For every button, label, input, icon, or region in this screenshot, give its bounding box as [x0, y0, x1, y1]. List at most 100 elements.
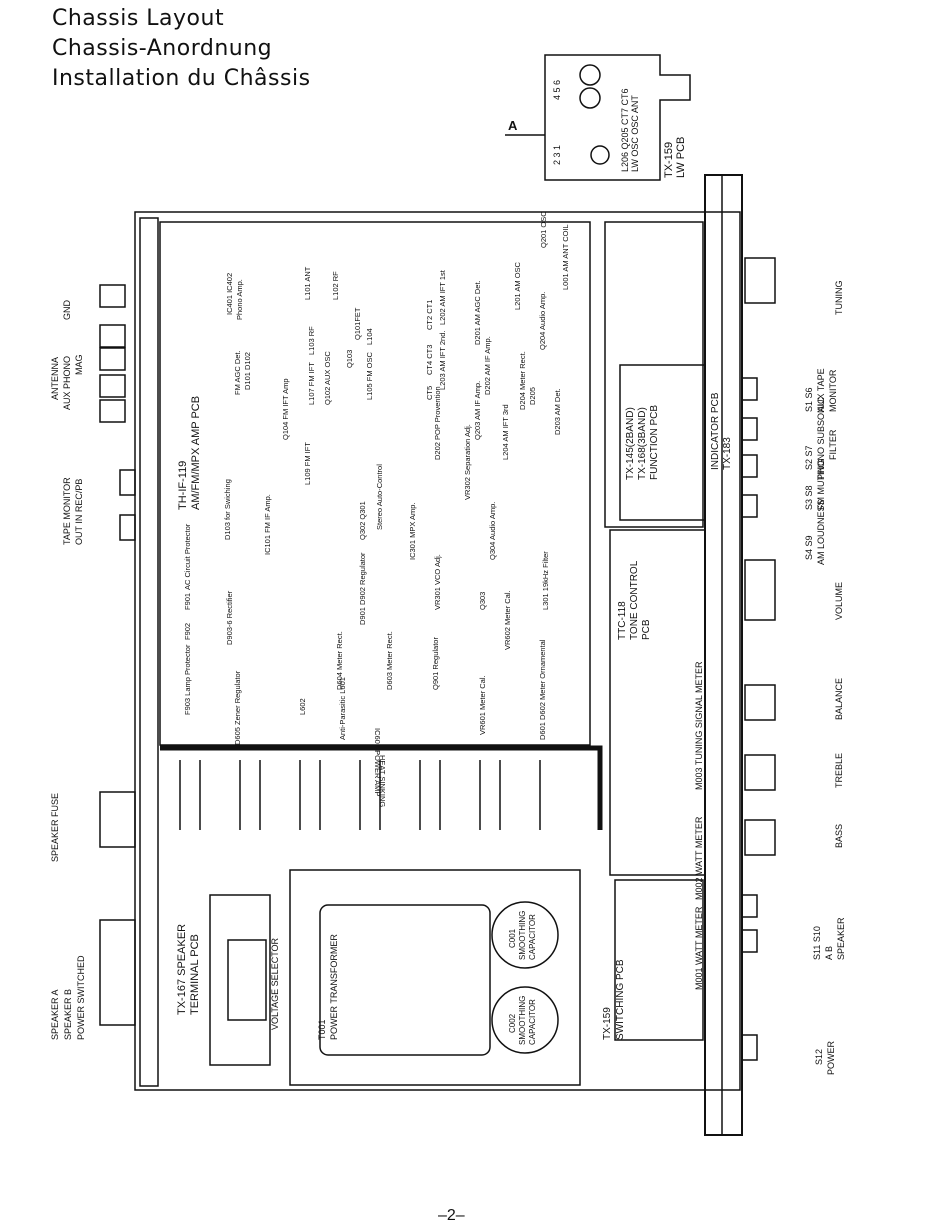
treble-label: TREBLE — [834, 753, 844, 788]
comp-l601: Anti-Parasitic L601 — [338, 677, 347, 740]
treble-knob — [744, 754, 776, 791]
tuning-knob — [744, 257, 776, 304]
speaker-fuse-label-group: SPEAKER FUSE — [50, 793, 60, 862]
antenna-label-group: ANTENNA AUX PHONO MAG — [50, 354, 84, 410]
s10-s11-sub: A B — [824, 946, 834, 960]
tone-pcb-label-group: TTC-118 TONE CONTROL PCB — [617, 560, 652, 640]
tape-monitor-label-group: TAPE MONITOR OUT IN REC/PB — [62, 477, 84, 545]
comp-l104: L104 — [365, 328, 374, 345]
comp-ac-protector: AC Circuit Protector — [183, 523, 192, 590]
speaker-pcb-line2: TERMINAL PCB — [189, 934, 201, 1015]
tone-pcb-line1: TTC-118 — [617, 601, 628, 640]
function-pcb-line1: TX-145(2BAND) — [625, 407, 636, 480]
comp-q304: Q304 Audio Amp. — [488, 502, 497, 560]
comp-d205: D205 — [528, 387, 537, 405]
c002-line2: SMOOTHING — [518, 996, 527, 1045]
comp-d103: D103 for Swiching — [223, 479, 232, 540]
function-pcb-outline — [619, 364, 706, 521]
lw-pcb-parts-line1: L206 Q205 CT7 CT6 — [620, 88, 630, 172]
title-german: Chassis-Anordnung — [52, 36, 273, 61]
page-number: –2– — [438, 1207, 465, 1224]
power-area-outline — [289, 869, 581, 1086]
comp-q204: Q204 Audio Amp. — [538, 292, 547, 350]
treble-label-group: TREBLE — [834, 753, 844, 788]
comp-phono-amp: Phono Amp. — [235, 279, 244, 320]
volume-label-group: VOLUME — [834, 582, 844, 620]
comp-d603: D603 Meter Rect. — [385, 631, 394, 690]
comp-l101: L101 ANT — [303, 266, 312, 300]
comp-l107: L107 FM IFT — [307, 362, 316, 405]
comp-vr602: VR602 Meter Cal. — [503, 590, 512, 650]
s1-s6-label: S1 S6 — [804, 387, 814, 412]
switching-pcb-outline — [614, 879, 704, 1041]
lw-pcb-outline — [544, 54, 691, 181]
speaker-ab-label-group: SPEAKER A SPEAKER B POWER SWITCHED — [50, 955, 86, 1040]
tuning-label-group: TUNING — [834, 281, 844, 316]
comp-l301: L301 19kHz Filter — [541, 551, 550, 610]
s10-s11-sub2: SPEAKER — [836, 917, 846, 960]
function-pcb-line3: FUNCTION PCB — [649, 405, 660, 480]
m002-label-group: M002 WATT METER — [694, 816, 704, 900]
indicator-pcb-label-group: INDICATOR PCB TX-183 — [710, 392, 733, 470]
transformer-id: T001 — [317, 1019, 327, 1040]
comp-d605: D605 Zener Regulator — [233, 670, 242, 745]
comp-q102: Q102 AUX OSC — [323, 351, 332, 405]
lw-pins-row1: 2 3 1 — [552, 145, 562, 165]
comp-f903: F903 Lamp Protector — [183, 644, 192, 715]
arrow-a-label: A — [508, 118, 518, 133]
s1-s6-label-group: S1 S6 AUX TAPE MONITOR — [804, 368, 838, 412]
comp-q101: Q101FET — [353, 307, 362, 340]
lw-pcb-title: TX-159 — [663, 142, 675, 178]
comp-d101-d102: D101 D102 — [243, 352, 252, 390]
lw-pcb-parts-line2: LW OSC OSC ANT — [630, 95, 640, 172]
comp-vr601: VR601 Meter Cal. — [478, 675, 487, 735]
title-english: Chassis Layout — [52, 6, 225, 31]
s3-s8-label-group: S3 S8 FM MUTING — [804, 459, 826, 510]
comp-f902: F902 — [183, 623, 192, 640]
comp-ct4-ct3: CT4 CT3 — [425, 345, 434, 375]
comp-q303: Q303 — [478, 592, 487, 610]
comp-d202-pop: D202 POP Provention — [433, 386, 442, 460]
aux-phono-label: AUX PHONO — [62, 356, 72, 410]
comp-ic401: IC401 IC402 — [225, 273, 234, 315]
balance-label: BALANCE — [834, 678, 844, 720]
balance-knob — [744, 684, 776, 721]
comp-l109: L109 FM IFT — [303, 442, 312, 485]
tone-pcb-line2: TONE CONTROL — [629, 560, 640, 640]
comp-d901: D901 D902 Regulator — [358, 552, 367, 625]
switching-pcb-line2: SWITCHING PCB — [615, 959, 626, 1040]
c001-line2: SMOOTHING — [518, 911, 527, 960]
comp-l602: L602 — [298, 698, 307, 715]
comp-q103: Q103 — [345, 350, 354, 368]
c002-capacitor — [491, 986, 559, 1054]
lw-pcb-label-group: TX-159 LW PCB — [663, 137, 687, 178]
function-pcb-label-group: TX-145(2BAND) TX-168(3BAND) FUNCTION PCB — [625, 405, 660, 480]
comp-ic301: IC301 MPX Amp. — [408, 502, 417, 560]
voltage-selector-group: VOLTAGE SELECTOR — [270, 937, 280, 1030]
speaker-b-label: SPEAKER B — [63, 989, 73, 1040]
main-pcb-outline — [159, 221, 591, 746]
comp-ic601: IC601 POWER AMP — [373, 728, 382, 796]
comp-q901: Q901 Regulator — [431, 637, 440, 690]
meter-m002: M002 WATT METER — [694, 816, 704, 900]
s3-s8-sub: FM MUTING — [816, 459, 826, 510]
comp-l204: L204 AM IFT 3rd — [501, 404, 510, 460]
s10-s11-label: S11 S10 — [812, 926, 822, 960]
title-block: Chassis Layout Chassis-Anordnung Install… — [52, 4, 311, 94]
tone-pcb-outline — [609, 529, 706, 876]
tape-monitor-jacks: OUT IN REC/PB — [74, 479, 84, 545]
comp-d203: D203 AM Det. — [553, 388, 562, 435]
main-pcb-subtitle: AM/FM/MPX AMP PCB — [190, 396, 202, 510]
mag-label: MAG — [74, 354, 84, 375]
comp-d604: D604 Meter Rect. — [335, 631, 344, 690]
rear-panel-strip — [139, 217, 159, 1087]
c001-label-group: C001 SMOOTHING CAPACITOR — [508, 911, 537, 960]
component-labels: L101 ANT IC401 IC402 Phono Amp. L102 RF … — [183, 211, 570, 808]
switching-pcb-line1: TX-159 — [602, 1007, 613, 1040]
comp-ct2-ct1: CT2 CT1 — [425, 300, 434, 330]
comp-l201: L201 AM OSC — [513, 261, 522, 310]
voltage-selector-label: VOLTAGE SELECTOR — [270, 937, 280, 1030]
comp-q104: Q104 FM IFT Amp — [281, 378, 290, 440]
comp-l103: L103 RF — [307, 326, 316, 355]
